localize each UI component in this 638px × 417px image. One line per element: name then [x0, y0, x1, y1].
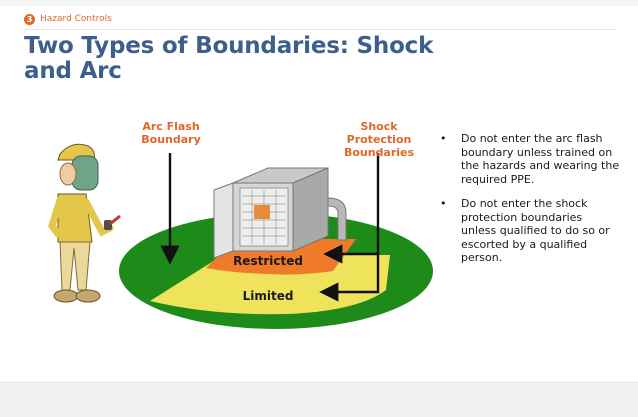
section-number-badge: 3: [24, 13, 35, 25]
restricted-label: Restricted: [233, 254, 303, 268]
boundaries-diagram-svg: Restricted Limited: [48, 143, 433, 329]
breadcrumb: 3 Hazard Controls: [24, 12, 112, 26]
limited-label: Limited: [243, 289, 294, 303]
guidance-bullet-list: • Do not enter the arc flash boundary un…: [440, 132, 620, 276]
arc-flash-boundary-label: Arc Flash Boundary: [141, 120, 201, 146]
bullet-item: • Do not enter the arc flash boundary un…: [440, 132, 620, 186]
bullet-text: Do not enter the arc flash boundary unle…: [461, 132, 620, 186]
boundaries-diagram: Restricted Limited Arc Flash Boundary Sh…: [28, 108, 448, 348]
bullet-dot: •: [440, 197, 447, 210]
shock-protection-boundaries-label: Shock Protection Boundaries: [343, 120, 415, 159]
player-footer-bar: [0, 382, 638, 417]
breadcrumb-divider: [24, 29, 616, 30]
shock-protection-arrows: [319, 153, 380, 302]
worker-figure: [48, 143, 121, 303]
bullet-dot: •: [440, 132, 447, 145]
electrical-cabinet: [213, 167, 347, 259]
breadcrumb-label: Hazard Controls: [40, 14, 112, 24]
bullet-item: • Do not enter the shock protection boun…: [440, 197, 620, 265]
bullet-text: Do not enter the shock protection bounda…: [461, 197, 610, 264]
top-bar: [0, 0, 638, 6]
slide-title: Two Types of Boundaries: Shock and Arc: [24, 33, 434, 84]
